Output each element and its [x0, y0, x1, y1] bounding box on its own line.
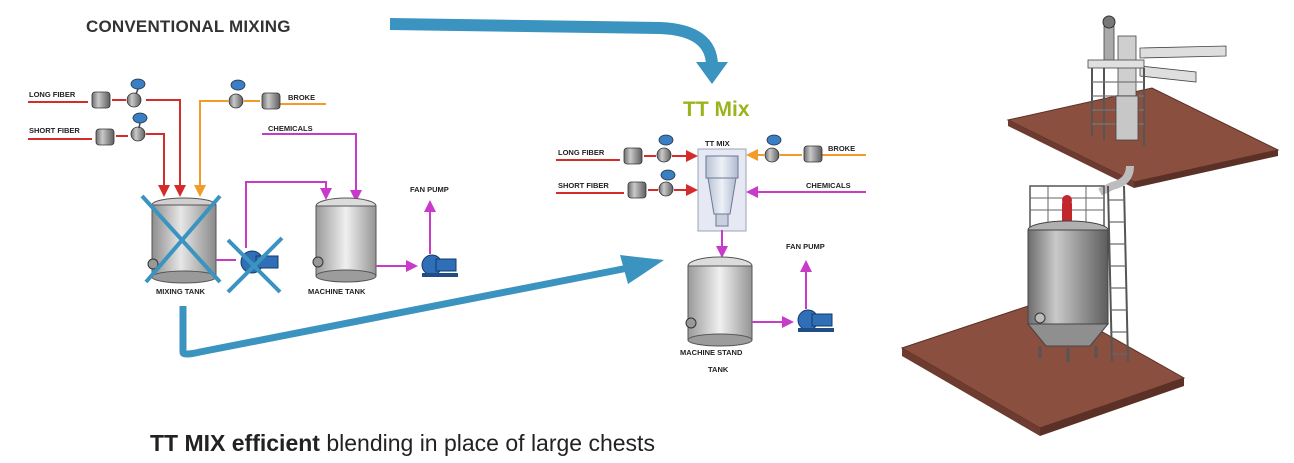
tt-broke-label: BROKE: [828, 144, 855, 153]
top-mixer-structure: [1087, 15, 1227, 146]
conv-short-fiber-pump-icon: [95, 128, 115, 146]
conventional-diagram: LONG FIBER SHORT FIBER BROKE CHEMICALS: [28, 78, 458, 296]
conv-mixing-tank-label: MIXING TANK: [156, 287, 206, 296]
tt-fan-pump-icon: [797, 309, 834, 332]
conventional-mixing-title: CONVENTIONAL MIXING: [86, 17, 291, 36]
conv-short-fiber-valve-icon: [130, 126, 146, 142]
caption: TT MIX efficient blending in place of la…: [150, 430, 655, 457]
tt-mix-unit: [697, 148, 747, 232]
tt-long-fiber-label: LONG FIBER: [558, 148, 605, 157]
caption-rest: blending in place of large chests: [319, 430, 655, 456]
tt-machine-stand-label: MACHINE STAND: [680, 348, 743, 357]
tt-machine-stand-tank: [685, 256, 753, 347]
tt-short-fiber-pump-icon: [627, 181, 647, 199]
tt-tank-label: TANK: [708, 365, 729, 374]
conv-crossed-pump-icon: [226, 236, 284, 294]
top-transition-arrow: [389, 18, 728, 84]
conv-broke-label: BROKE: [288, 93, 315, 102]
tt-long-fiber-valve-icon: [656, 147, 672, 163]
tt-broke-pump-icon: [803, 145, 823, 163]
conv-fan-pump-label: FAN PUMP: [410, 185, 449, 194]
conv-long-fiber-label: LONG FIBER: [29, 90, 76, 99]
bottom-transition-arrow: [179, 255, 664, 358]
conv-machine-tank: [312, 197, 377, 283]
lower-floor-slab: [900, 299, 1186, 436]
conv-fan-pump-icon: [421, 254, 458, 277]
conv-broke-pump-icon: [261, 92, 281, 110]
conv-broke-valve-icon: [228, 93, 244, 109]
conv-long-fiber-pump-icon: [91, 91, 111, 109]
conv-machine-tank-label: MACHINE TANK: [308, 287, 366, 296]
tt-mix-title: TT Mix: [683, 98, 750, 121]
conv-chemicals-label: CHEMICALS: [268, 124, 313, 133]
mixing-vessel: [1026, 185, 1110, 362]
tt-chemicals-label: CHEMICALS: [806, 181, 851, 190]
conv-long-fiber-valve-icon: [126, 92, 142, 108]
conv-mixing-tank: [140, 194, 222, 284]
installation-3d-illustration: [900, 15, 1280, 436]
tt-short-fiber-valve-icon: [658, 181, 674, 197]
tt-fan-pump-label: FAN PUMP: [786, 242, 825, 251]
tt-long-fiber-pump-icon: [623, 147, 643, 165]
ttmix-diagram: LONG FIBER SHORT FIBER TT MIX BROKE CHEM…: [556, 134, 866, 374]
tt-mix-unit-label: TT MIX: [705, 139, 730, 148]
tt-broke-valve-icon: [764, 147, 780, 163]
caption-bold: TT MIX efficient: [150, 430, 320, 456]
conv-short-fiber-label: SHORT FIBER: [29, 126, 80, 135]
ladder: [1107, 185, 1129, 363]
tt-short-fiber-label: SHORT FIBER: [558, 181, 609, 190]
